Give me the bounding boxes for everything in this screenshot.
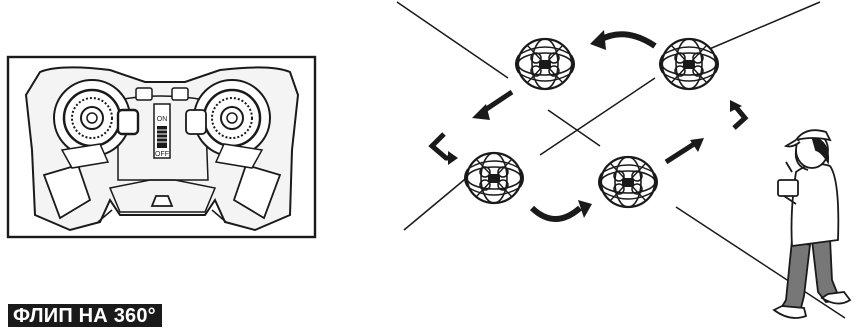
power-switch: ON OFF [154, 104, 170, 158]
switch-on-label: ON [157, 116, 168, 123]
controller-icon: ON OFF [8, 57, 315, 237]
pilot-figure [774, 130, 850, 318]
drone-icon [465, 39, 718, 207]
switch-off-label: OFF [155, 151, 169, 158]
page-title: ФЛИП НА 360° [8, 304, 162, 327]
